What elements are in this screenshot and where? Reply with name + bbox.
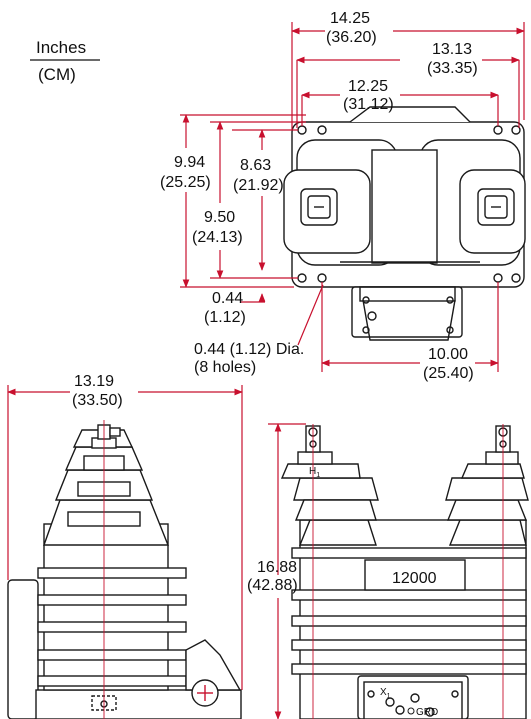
top-view xyxy=(283,106,526,341)
secondary-terminal-screw xyxy=(395,705,405,715)
dim-mount-width-cm: (33.35) xyxy=(427,60,478,77)
front-shed xyxy=(291,639,527,651)
mount-hole xyxy=(511,125,521,135)
top-view-dimensions xyxy=(180,22,525,372)
dim-overall-width-cm: (36.20) xyxy=(326,29,377,46)
secondary-terminal-screw xyxy=(410,693,420,703)
cover-bolt xyxy=(362,296,370,304)
right-bushing-shed xyxy=(445,477,529,501)
units-legend: Inches (CM) xyxy=(30,38,100,84)
shed xyxy=(37,567,187,579)
secondary-box-lip xyxy=(359,286,456,302)
box-bolt xyxy=(451,690,459,698)
side-core xyxy=(43,523,169,691)
cover-bolt xyxy=(446,326,454,334)
right-bushing-cap xyxy=(485,451,519,465)
front-view xyxy=(280,425,529,719)
top-ridge xyxy=(349,106,471,123)
cover-bolt xyxy=(362,326,370,334)
right-terminal xyxy=(484,195,508,219)
secondary-terminal-label: X1 xyxy=(380,687,391,700)
cover-bolt xyxy=(446,296,454,304)
dim-overall-width-in: 14.25 xyxy=(330,10,370,27)
left-terminal-box xyxy=(300,188,338,226)
terminal-clamp xyxy=(109,427,121,437)
front-shed xyxy=(291,615,527,627)
shed xyxy=(37,594,187,606)
legend-inches: Inches xyxy=(36,38,86,57)
dim-hole-depth-cm: (24.13) xyxy=(192,229,243,246)
front-view-dimensions xyxy=(268,423,504,719)
dim-inner-width-cm: (31.12) xyxy=(343,96,394,113)
shed xyxy=(37,675,187,687)
side-tank xyxy=(7,579,39,719)
ground-label: GRD xyxy=(416,707,438,718)
dim-height-in: 16.88 xyxy=(257,559,297,576)
dim-hole-spacing-in: 10.00 xyxy=(428,346,468,363)
left-bushing-cap xyxy=(297,451,333,465)
mount-hole xyxy=(317,125,327,135)
dim-overall-depth-in: 9.94 xyxy=(174,154,205,171)
dim-inner-depth-in: 8.63 xyxy=(240,157,271,174)
side-view-labels: 13.19 (33.50) xyxy=(72,373,123,409)
secondary-terminal-screw xyxy=(385,697,395,707)
side-view xyxy=(7,424,242,719)
dim-inner-depth-cm: (21.92) xyxy=(233,177,284,194)
side-secondary-box xyxy=(185,639,242,691)
cover-screw xyxy=(367,311,377,321)
dim-overall-depth-cm: (25.25) xyxy=(160,174,211,191)
left-coil xyxy=(283,169,371,254)
front-shed xyxy=(291,547,527,559)
rating-label: 12000 xyxy=(392,570,437,587)
shed xyxy=(37,649,187,661)
dim-side-width-in: 13.19 xyxy=(74,373,114,390)
left-terminal xyxy=(307,195,331,219)
dim-inner-width-in: 12.25 xyxy=(348,78,388,95)
dim-hole-count: (8 holes) xyxy=(194,359,256,376)
ground-icon xyxy=(407,707,415,715)
mount-hole xyxy=(511,273,521,283)
front-shed xyxy=(291,663,527,675)
right-terminal-box xyxy=(477,188,515,226)
dim-height-cm: (42.88) xyxy=(247,577,298,594)
side-view-dimensions xyxy=(7,385,243,719)
legend-cm: (CM) xyxy=(38,65,76,84)
shed xyxy=(37,621,187,633)
secondary-cover xyxy=(362,299,456,341)
right-coil xyxy=(459,169,526,254)
front-view-labels: 16.88 (42.88) 12000 H1 X1 GRD xyxy=(247,466,438,718)
box-bolt xyxy=(367,690,375,698)
right-bushing-shed xyxy=(446,499,528,521)
top-view-labels: 14.25 (36.20) 13.13 (33.35) 12.25 (31.12… xyxy=(160,10,478,382)
dim-hole-spacing-cm: (25.40) xyxy=(423,365,474,382)
primary-terminal-label: H1 xyxy=(309,466,320,479)
dim-edge-offset-cm: (1.12) xyxy=(204,309,246,326)
right-bushing-shed xyxy=(460,463,525,479)
secondary-terminal-screw xyxy=(425,707,435,717)
left-bushing-shed xyxy=(293,477,379,501)
left-bushing-shed xyxy=(298,519,377,546)
left-bushing-shed xyxy=(280,463,361,479)
dim-edge-offset-in: 0.44 xyxy=(212,290,243,307)
left-bushing-shed xyxy=(294,499,377,521)
center-yoke xyxy=(371,149,438,264)
dim-side-width-cm: (33.50) xyxy=(72,392,123,409)
right-bushing-shed xyxy=(448,519,527,546)
dim-hole-depth-in: 9.50 xyxy=(204,209,235,226)
nameplate-area xyxy=(364,559,466,591)
dim-hole-diameter: 0.44 (1.12) Dia. xyxy=(194,341,304,358)
front-shed xyxy=(291,589,527,601)
dim-mount-width-in: 13.13 xyxy=(432,41,472,58)
